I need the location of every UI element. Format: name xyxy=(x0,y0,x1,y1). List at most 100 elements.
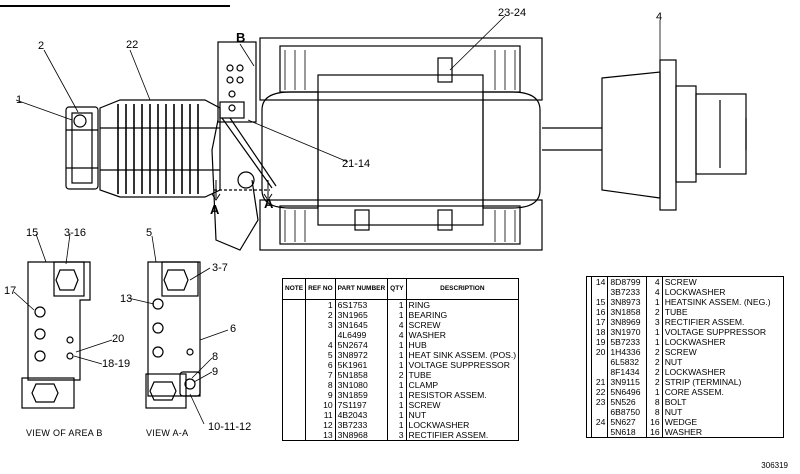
part-number-cell: 5N618 xyxy=(607,427,647,438)
description-cell: BEARING xyxy=(408,310,448,320)
ref-cell: 16 xyxy=(591,307,609,317)
qty-cell: 4 xyxy=(646,287,663,297)
part-number-cell: 8D8799 xyxy=(607,276,647,287)
core-assembly-part xyxy=(99,99,221,198)
note-cell xyxy=(282,310,307,320)
ref-cell: 1 xyxy=(305,299,336,310)
note-cell xyxy=(282,370,307,380)
qty-cell: 4 xyxy=(646,276,663,287)
parts-list-table-left: NOTE REF NO PART NUMBER QTY DESCRIPTION … xyxy=(282,278,520,441)
note-cell xyxy=(586,317,593,327)
callout-2: 2 xyxy=(38,40,45,52)
part-number-cell: 4B2043 xyxy=(335,410,389,420)
ref-cell: 19 xyxy=(591,337,609,347)
description-cell: TUBE xyxy=(664,307,688,317)
description-cell: LOCKWASHER xyxy=(664,367,726,377)
part-number-cell: 3N1858 xyxy=(607,307,647,317)
part-number-cell: 8F1434 xyxy=(607,367,647,377)
part-number-cell: 3N8968 xyxy=(335,430,389,441)
qty-cell: 8 xyxy=(646,407,663,417)
part-number-cell: 3N8969 xyxy=(607,317,647,327)
ref-cell: 9 xyxy=(305,390,336,400)
part-number-cell: 3B7233 xyxy=(607,287,647,297)
qty-cell: 1 xyxy=(646,387,663,397)
note-cell xyxy=(586,297,593,307)
ref-cell: 23 xyxy=(591,397,609,407)
note-cell xyxy=(586,276,593,287)
part-number-cell: 6S1753 xyxy=(335,299,389,310)
note-cell xyxy=(586,427,593,438)
description-cell: WEDGE xyxy=(664,417,698,427)
part-number-cell: 5B7233 xyxy=(607,337,647,347)
ref-cell: 12 xyxy=(305,420,336,430)
description-cell: VOLTAGE SUPPRESSOR xyxy=(664,327,767,337)
qty-cell: 1 xyxy=(387,420,407,430)
callout-3-7: 3-7 xyxy=(212,262,228,274)
drive-hub-part xyxy=(542,59,747,211)
qty-cell: 4 xyxy=(387,320,407,330)
callout-20: 20 xyxy=(112,333,125,345)
callout-18-19: 18-19 xyxy=(102,358,131,370)
part-number-cell: 6B8750 xyxy=(607,407,647,417)
description-cell: LOCKWASHER xyxy=(664,337,726,347)
note-cell xyxy=(586,337,593,347)
note-cell xyxy=(586,397,593,407)
description-cell: RECTIFIER ASSEM. xyxy=(408,430,489,440)
callout-23-24: 23-24 xyxy=(498,7,527,19)
description-cell: RING xyxy=(408,300,431,310)
part-number-cell: 3N1859 xyxy=(335,390,389,400)
part-number-cell: 5N526 xyxy=(607,397,647,407)
part-number-cell: 5N1858 xyxy=(335,370,389,380)
ref-cell: 21 xyxy=(591,377,609,387)
part-number-cell: 5N627 xyxy=(607,417,647,427)
qty-cell: 1 xyxy=(387,310,407,320)
callout-8: 8 xyxy=(212,351,219,363)
ref-cell: 20 xyxy=(591,347,609,357)
description-cell: NUT xyxy=(664,407,683,417)
ref-cell: 4 xyxy=(305,340,336,350)
description-cell: NUT xyxy=(408,410,427,420)
note-cell xyxy=(282,330,307,340)
callout-15: 15 xyxy=(26,227,39,239)
table-header-row: NOTE REF NO PART NUMBER QTY DESCRIPTION xyxy=(282,278,519,300)
ref-cell: 10 xyxy=(305,400,336,410)
ref-cell: 15 xyxy=(591,297,609,307)
header-ref-no: REF NO xyxy=(305,278,336,300)
note-cell xyxy=(586,347,593,357)
note-cell xyxy=(282,350,307,360)
description-cell: SCREW xyxy=(408,400,441,410)
qty-cell: 2 xyxy=(646,377,663,387)
description-cell: WASHER xyxy=(664,427,703,437)
note-cell xyxy=(586,307,593,317)
ref-cell xyxy=(591,357,609,367)
ref-cell xyxy=(591,407,609,417)
part-number-cell: 4L6499 xyxy=(335,330,389,340)
ref-cell xyxy=(305,330,336,340)
ref-cell: 2 xyxy=(305,310,336,320)
qty-cell: 2 xyxy=(646,357,663,367)
qty-cell: 1 xyxy=(646,337,663,347)
header-note: NOTE xyxy=(282,278,307,300)
part-number-cell: 3B7233 xyxy=(335,420,389,430)
part-number-cell: 1H4336 xyxy=(607,347,647,357)
note-cell xyxy=(282,420,307,430)
note-cell xyxy=(282,430,307,441)
callout-5: 5 xyxy=(146,227,153,239)
ref-cell: 7 xyxy=(305,370,336,380)
note-cell xyxy=(282,410,307,420)
part-number-cell: 6L5832 xyxy=(607,357,647,367)
